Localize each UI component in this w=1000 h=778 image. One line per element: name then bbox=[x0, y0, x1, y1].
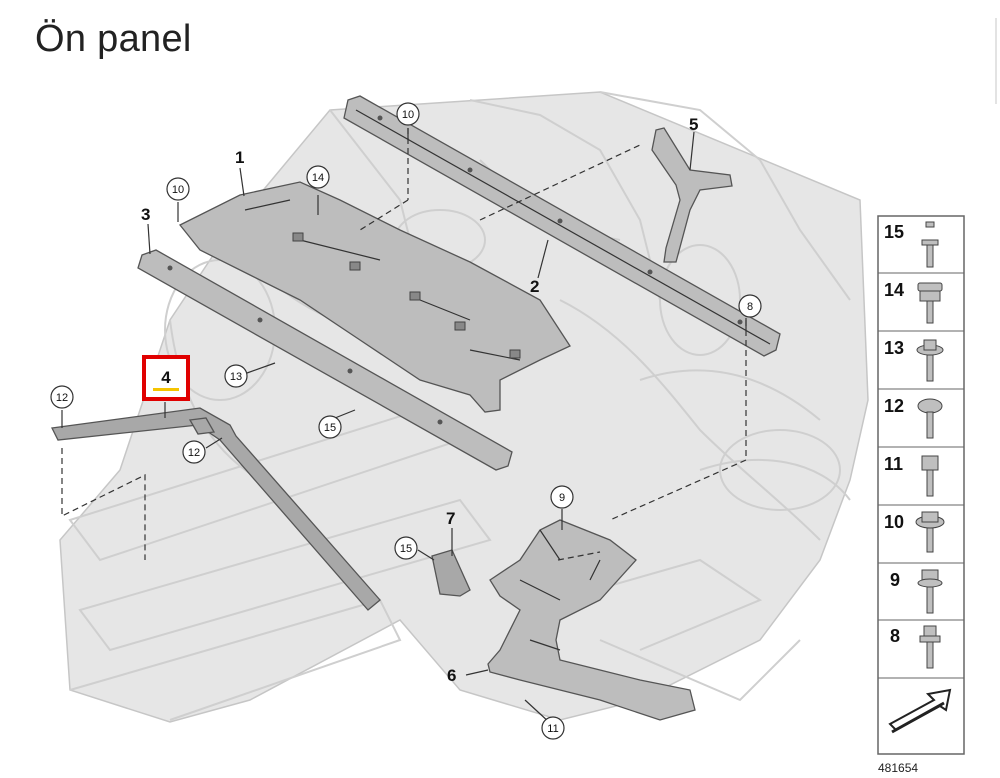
flange-nut-icon bbox=[917, 282, 943, 324]
legend-num-11: 11 bbox=[884, 454, 903, 474]
part-strut-4[interactable] bbox=[51, 407, 381, 611]
flange-bolt-icon bbox=[915, 511, 945, 553]
part-bracket-7 bbox=[431, 549, 471, 597]
legend-num-10: 10 bbox=[884, 512, 904, 532]
svg-text:15: 15 bbox=[324, 422, 336, 434]
legend-num-14: 14 bbox=[884, 280, 904, 300]
svg-text:13: 13 bbox=[230, 371, 242, 383]
callout-1: 1 bbox=[235, 148, 244, 167]
callout-15-bottom: 15 bbox=[394, 536, 418, 560]
direction-arrow-icon bbox=[888, 688, 952, 734]
svg-text:10: 10 bbox=[172, 184, 184, 196]
callout-12-mid: 12 bbox=[182, 440, 206, 464]
callout-6: 6 bbox=[447, 666, 456, 685]
collar-bolt-icon bbox=[919, 625, 941, 669]
callout-3: 3 bbox=[141, 205, 150, 224]
callout-15-mid: 15 bbox=[318, 415, 342, 439]
leader-lines bbox=[61, 128, 747, 724]
callout-10-top: 10 bbox=[396, 102, 420, 126]
callout-2: 2 bbox=[530, 277, 539, 296]
callout-11: 11 bbox=[541, 716, 565, 740]
part-cover-panel bbox=[178, 181, 571, 413]
callout-9: 9 bbox=[550, 485, 574, 509]
part-lower-bar bbox=[137, 249, 513, 471]
callouts: 1 2 3 5 6 7 10 10 14 8 13 15 bbox=[50, 102, 762, 740]
svg-text:9: 9 bbox=[559, 492, 565, 504]
svg-text:8: 8 bbox=[747, 301, 753, 313]
svg-text:11: 11 bbox=[547, 723, 558, 735]
svg-text:10: 10 bbox=[402, 109, 414, 121]
bolt-icon bbox=[921, 221, 939, 268]
legend-num-8: 8 bbox=[890, 626, 900, 646]
hex-bolt-icon bbox=[921, 455, 939, 497]
legend-num-9: 9 bbox=[890, 570, 900, 590]
svg-text:4: 4 bbox=[161, 368, 171, 387]
callout-8: 8 bbox=[738, 294, 762, 318]
fastener-legend: 15 14 13 12 11 bbox=[877, 215, 965, 755]
legend-num-13: 13 bbox=[884, 338, 904, 358]
callout-10-left: 10 bbox=[166, 177, 190, 201]
svg-text:15: 15 bbox=[400, 543, 412, 555]
svg-text:12: 12 bbox=[188, 447, 200, 459]
diagram-code: 481654 bbox=[878, 761, 918, 775]
hex-flange-bolt-icon bbox=[917, 569, 943, 614]
legend-num-12: 12 bbox=[884, 396, 904, 416]
svg-text:12: 12 bbox=[56, 392, 68, 404]
page-title: Ön panel bbox=[35, 18, 192, 60]
callout-14: 14 bbox=[306, 165, 330, 189]
part-bracket-5 bbox=[651, 127, 733, 263]
callout-5: 5 bbox=[689, 115, 698, 134]
callout-13: 13 bbox=[224, 364, 248, 388]
legend-num-15: 15 bbox=[884, 222, 904, 242]
round-head-bolt-icon bbox=[917, 398, 943, 439]
part-upper-carrier-bar bbox=[343, 95, 781, 357]
svg-text:14: 14 bbox=[312, 172, 324, 184]
callout-12-left: 12 bbox=[50, 385, 74, 409]
scrollbar-edge bbox=[995, 18, 997, 104]
part-bracket-assembly bbox=[487, 519, 696, 721]
washer-bolt-icon bbox=[916, 339, 944, 382]
callout-7: 7 bbox=[446, 509, 455, 528]
callout-4-highlight[interactable]: 4 bbox=[142, 355, 190, 401]
